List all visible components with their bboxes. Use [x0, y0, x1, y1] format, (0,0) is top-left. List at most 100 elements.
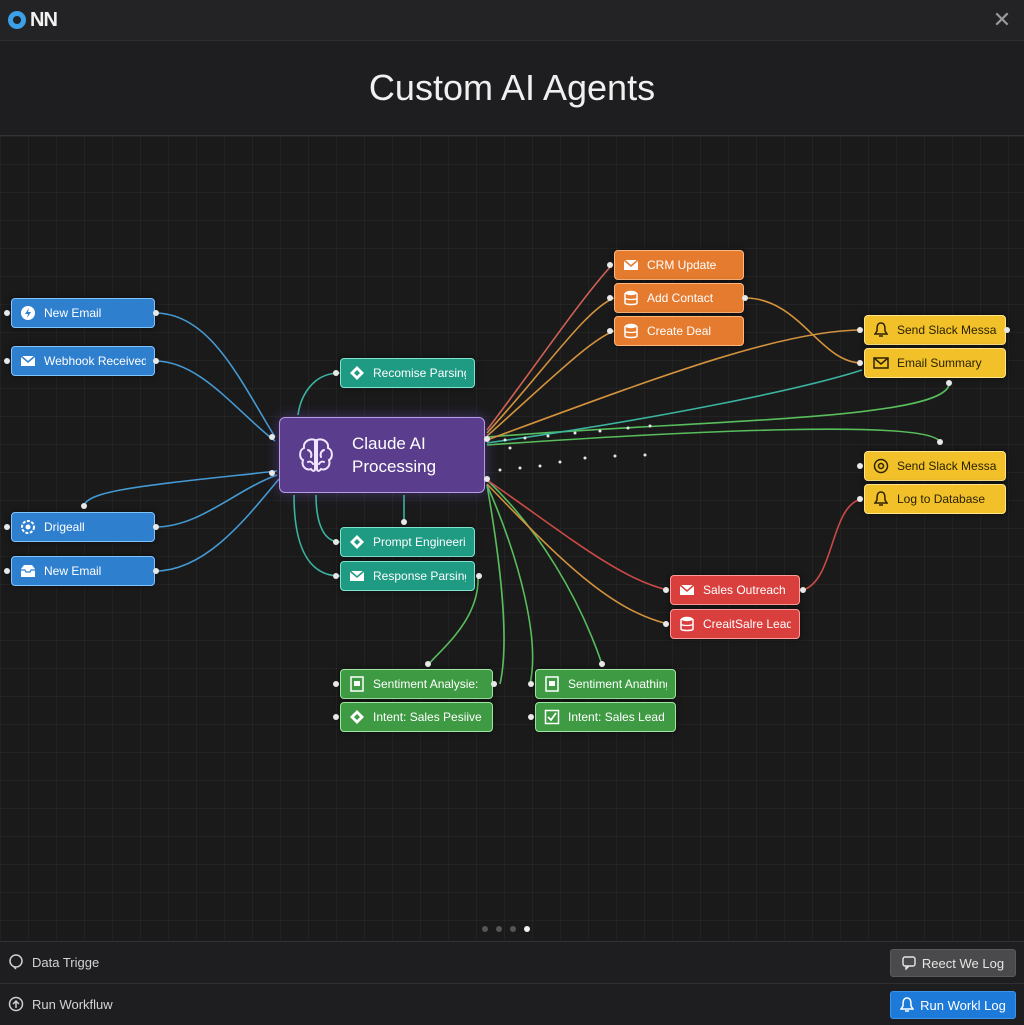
wire-sales-outreach	[486, 479, 669, 591]
app-logo[interactable]: NN	[8, 8, 58, 32]
wire-email-summary	[486, 384, 950, 438]
page-dot[interactable]	[510, 926, 516, 932]
port[interactable]	[607, 328, 613, 334]
mail-icon	[623, 257, 639, 273]
node-label: Prompt Engineering	[373, 535, 466, 549]
port[interactable]	[857, 496, 863, 502]
node-label: Sentiment Anathing	[568, 677, 667, 691]
port[interactable]	[857, 327, 863, 333]
port[interactable]	[742, 295, 748, 301]
port[interactable]	[663, 621, 669, 627]
page-dot-active[interactable]	[524, 926, 530, 932]
port[interactable]	[946, 380, 952, 386]
wire-drigeall-top	[83, 470, 278, 508]
port[interactable]	[800, 587, 806, 593]
port[interactable]	[607, 295, 613, 301]
database-icon	[623, 290, 639, 306]
port[interactable]	[333, 370, 339, 376]
doc-icon	[544, 676, 560, 692]
port[interactable]	[333, 681, 339, 687]
port[interactable]	[1004, 327, 1010, 333]
node-response-parsing[interactable]: Response Parsing	[340, 561, 475, 591]
node-label: Drigeall	[44, 520, 85, 534]
port[interactable]	[528, 681, 534, 687]
port[interactable]	[4, 310, 10, 316]
node-drigeall[interactable]: Drigeall	[11, 512, 155, 542]
node-intent-sales-positive[interactable]: Intent: Sales Pesiive	[340, 702, 493, 732]
node-label: Create Deal	[647, 324, 712, 338]
node-new-email-2[interactable]: New Email	[11, 556, 155, 586]
pagination	[482, 926, 530, 932]
reect-we-log-button[interactable]: Reect We Log	[890, 949, 1016, 977]
node-sales-outreach[interactable]: Sales Outreach	[670, 575, 800, 605]
port[interactable]	[4, 358, 10, 364]
bolt-icon	[20, 305, 36, 321]
main-node-claude-ai[interactable]: Claude AI Processing	[279, 417, 485, 493]
port[interactable]	[937, 439, 943, 445]
node-send-slack-2[interactable]: Send Slack Message	[864, 451, 1006, 481]
port[interactable]	[153, 358, 159, 364]
node-label: Add Contact	[647, 291, 714, 305]
run-workl-log-button[interactable]: Run Workl Log	[890, 991, 1016, 1019]
reect-we-log-label: Reect We Log	[921, 955, 1005, 971]
node-create-deal[interactable]: Create Deal	[614, 316, 744, 346]
port[interactable]	[333, 573, 339, 579]
diamond-icon	[349, 709, 365, 725]
port[interactable]	[153, 524, 159, 530]
port[interactable]	[607, 262, 613, 268]
port[interactable]	[484, 436, 490, 442]
inbox-icon	[20, 563, 36, 579]
doc-icon	[349, 676, 365, 692]
node-add-contact[interactable]: Add Contact	[614, 283, 744, 313]
port[interactable]	[269, 470, 275, 476]
node-label: CreaitSalre Lead	[703, 617, 791, 631]
database-icon	[623, 323, 639, 339]
run-workflow-item[interactable]: Run Workfluw	[8, 996, 113, 1012]
port[interactable]	[333, 714, 339, 720]
port[interactable]	[269, 434, 275, 440]
diamond-icon	[349, 534, 365, 550]
port[interactable]	[4, 568, 10, 574]
port[interactable]	[425, 661, 431, 667]
node-label: Intent: Sales Lead	[568, 710, 665, 724]
close-icon[interactable]: ✕	[992, 7, 1012, 32]
port[interactable]	[153, 310, 159, 316]
main-node-label: Claude AI Processing	[352, 434, 437, 476]
node-sentiment-anathing[interactable]: Sentiment Anathing	[535, 669, 676, 699]
page-dot[interactable]	[482, 926, 488, 932]
port[interactable]	[663, 587, 669, 593]
node-creditsalre-lead[interactable]: CreaitSalre Lead	[670, 609, 800, 639]
port[interactable]	[4, 524, 10, 530]
node-sentiment-analysis[interactable]: Sentiment Analysie:	[340, 669, 493, 699]
node-webhook-received[interactable]: Webhook Received	[11, 346, 155, 376]
node-prompt-engineering[interactable]: Prompt Engineering	[340, 527, 475, 557]
port[interactable]	[484, 476, 490, 482]
port[interactable]	[81, 503, 87, 509]
node-new-email-1[interactable]: New Email	[11, 298, 155, 328]
node-intent-sales-lead[interactable]: Intent: Sales Lead	[535, 702, 676, 732]
node-crm-update[interactable]: CRM Update	[614, 250, 744, 280]
port[interactable]	[476, 573, 482, 579]
port[interactable]	[333, 539, 339, 545]
node-email-summary[interactable]: Email Summary	[864, 348, 1006, 378]
wire-webhook	[154, 360, 276, 442]
node-log-to-database[interactable]: Log to Database	[864, 484, 1006, 514]
port[interactable]	[528, 714, 534, 720]
port[interactable]	[857, 463, 863, 469]
node-send-slack-1[interactable]: Send Slack Message	[864, 315, 1006, 345]
wire-sentiment-1	[427, 575, 479, 666]
port[interactable]	[153, 568, 159, 574]
workflow-canvas[interactable]	[0, 136, 1024, 940]
wire-slack-1	[486, 329, 863, 441]
port[interactable]	[401, 519, 407, 525]
at-icon	[873, 458, 889, 474]
wire-outreach-log	[802, 498, 863, 591]
port[interactable]	[491, 681, 497, 687]
wire-new-email-1	[154, 312, 276, 438]
data-trigger-item[interactable]: Data Trigge	[8, 954, 99, 970]
node-recomise-parsing[interactable]: Recomise Parsing	[340, 358, 475, 388]
wire-add-contact-summary	[744, 297, 863, 364]
port[interactable]	[599, 661, 605, 667]
page-dot[interactable]	[496, 926, 502, 932]
port[interactable]	[857, 360, 863, 366]
